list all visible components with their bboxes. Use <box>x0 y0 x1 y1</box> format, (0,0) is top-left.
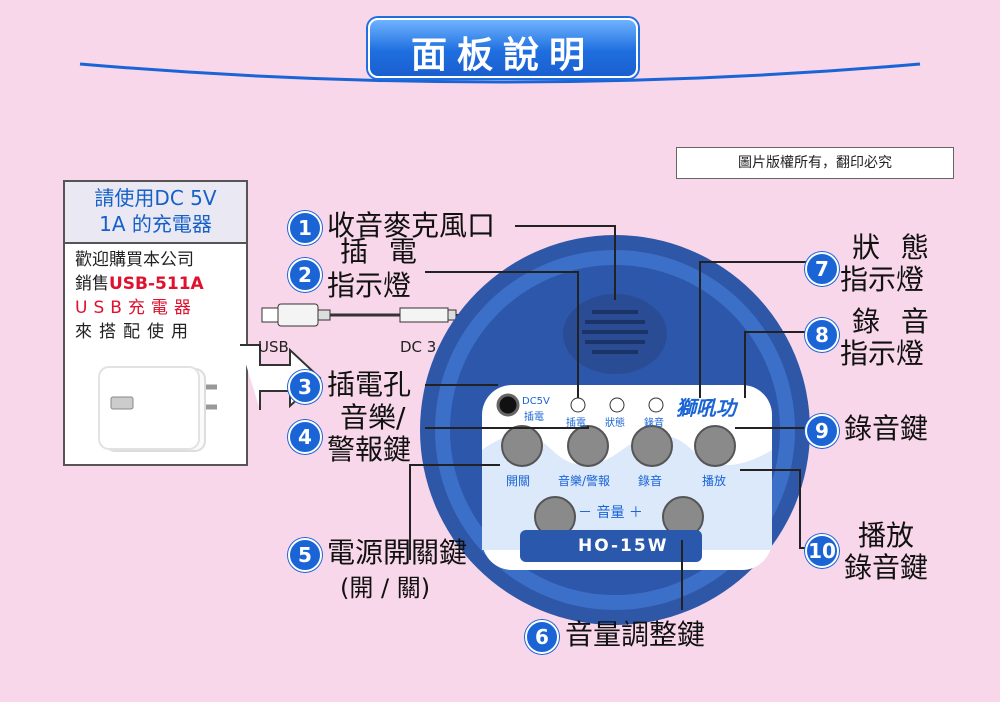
callout-number: 10 <box>805 534 839 568</box>
brand-logo: 獅吼功 <box>676 396 736 420</box>
callout-number: 1 <box>288 211 322 245</box>
callout-record-button-label: 錄音鍵 <box>844 412 929 445</box>
callout-record-led-line1: 錄 音 <box>852 305 935 338</box>
callout-music-line2: 警報鍵 <box>327 433 412 466</box>
notice-line1: 歡迎購買本公司 <box>75 250 194 270</box>
callout-number: 6 <box>525 620 559 654</box>
callout-number: 3 <box>288 370 322 404</box>
callout-mic-label: 收音麥克風口 <box>327 209 496 242</box>
callout-play-line1: 播放 <box>858 519 915 552</box>
notice-header-line1: 請使用DC 5V <box>94 186 217 210</box>
dc-input-label: DC5V <box>522 396 550 407</box>
callout-dc-jack-label: 插電孔 <box>327 368 412 401</box>
button-label-play: 播放 <box>702 474 727 488</box>
notice-header-line2: 1A 的充電器 <box>99 212 212 236</box>
led-label-power: 插電 <box>566 418 586 429</box>
led-label-record: 錄音 <box>644 418 664 429</box>
notice-line2-prefix: 銷售 <box>75 274 109 294</box>
notice-line3: USB充電器 <box>75 298 197 318</box>
callout-number: 4 <box>288 420 322 454</box>
callout-power-switch-line2: (開 / 關) <box>340 574 431 602</box>
charger-notice: 請使用DC 5V 1A 的充電器 歡迎購買本公司 銷售USB-511A USB充… <box>63 180 248 466</box>
charger-image <box>98 366 217 452</box>
callout-number: 7 <box>805 252 839 286</box>
button-label-power: 開關 <box>506 474 531 488</box>
title-banner: 面板說明 <box>368 18 638 78</box>
callout-power-switch-line1: 電源開關鍵 <box>327 536 468 569</box>
callout-volume-label: 音量調整鍵 <box>565 618 706 651</box>
button-label-music: 音樂/警報 <box>558 474 611 488</box>
callout-status-led-line2: 指示燈 <box>840 263 925 296</box>
callout-number: 8 <box>805 318 839 352</box>
notice-header: 請使用DC 5V 1A 的充電器 <box>65 182 246 244</box>
callout-status-led-line1: 狀 態 <box>852 231 935 264</box>
callout-music-line1: 音樂/ <box>340 401 406 434</box>
callout-record-led-line2: 指示燈 <box>840 337 925 370</box>
led-label-status: 狀態 <box>605 418 625 429</box>
callout-power-led-line1: 插 電 <box>340 235 423 268</box>
usb-label: USB <box>258 338 289 356</box>
button-label-record: 錄音 <box>638 474 663 488</box>
callout-number: 9 <box>805 414 839 448</box>
callout-play-line2: 錄音鍵 <box>844 551 929 584</box>
notice-model: USB-511A <box>109 274 204 294</box>
dc-input-sub: 插電 <box>524 412 544 423</box>
notice-line4: 來搭配使用 <box>75 322 195 342</box>
copyright-notice: 圖片版權所有，翻印必究 <box>676 147 954 179</box>
page-title: 面板說明 <box>410 35 595 76</box>
model-label: HO-15W <box>578 536 669 556</box>
callout-number: 5 <box>288 538 322 572</box>
volume-label: － 音量 ＋ <box>578 505 643 521</box>
callout-power-led-line2: 指示燈 <box>327 269 412 302</box>
callout-number: 2 <box>288 258 322 292</box>
header-curve <box>79 62 921 84</box>
